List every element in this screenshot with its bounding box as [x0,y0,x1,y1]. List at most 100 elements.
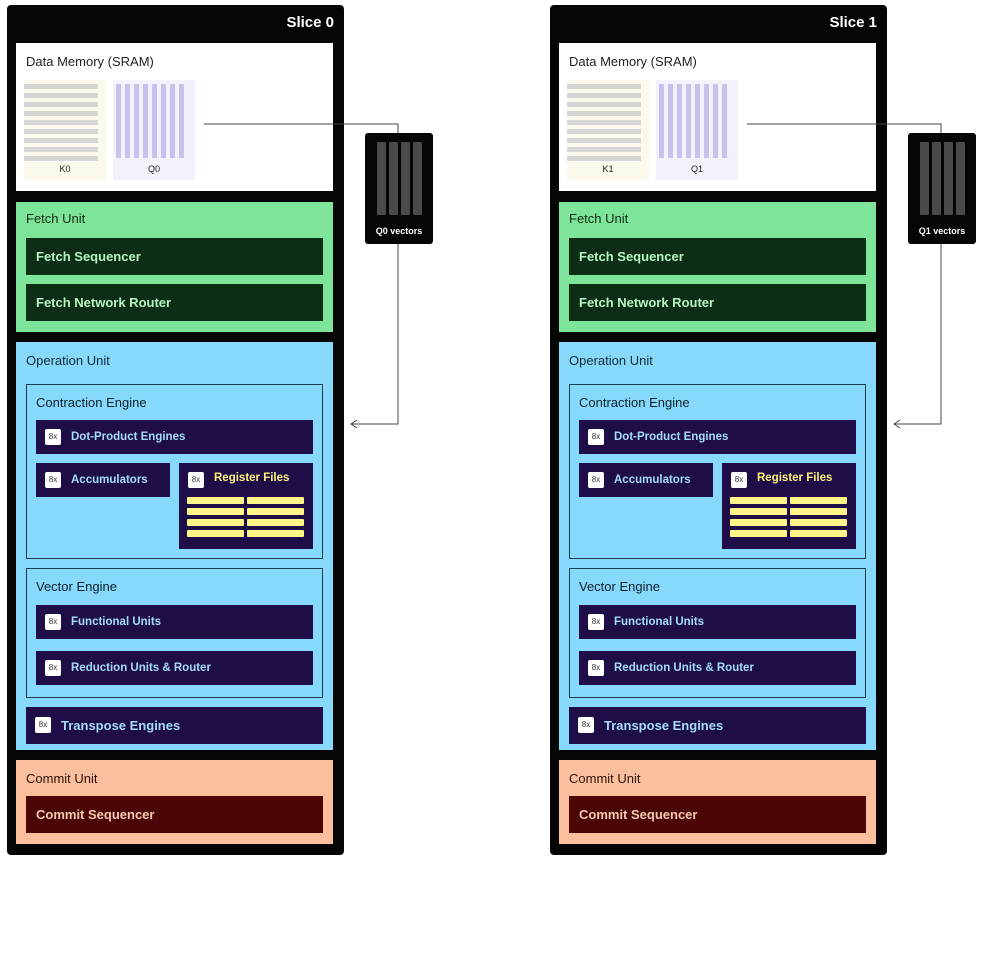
register-cell [247,497,304,504]
k-matrix-label: K0 [59,164,71,174]
vector-engine-label: Vector Engine [36,579,117,594]
vector-engine-label: Vector Engine [579,579,660,594]
register-cell [187,497,244,504]
k-row [567,84,641,89]
vector-bar [401,142,410,215]
q-vectors-label: Q0 vectors [375,226,423,236]
count-badge: 8x [45,614,61,630]
k-matrix: K1 [567,80,649,180]
k-row [567,147,641,152]
commit-sequencer: Commit Sequencer [26,796,323,833]
q-vectors-panel: Q1 vectors [908,133,976,244]
vector-bar [944,142,953,215]
count-badge: 8x [588,614,604,630]
q-vectors-label: Q1 vectors [918,226,966,236]
q-column [161,84,166,158]
register-cell [187,519,244,526]
q-column [668,84,673,158]
register-cell [790,508,847,515]
k-row [24,129,98,134]
commit-unit-label: Commit Unit [26,771,98,786]
fetch-unit-label: Fetch Unit [569,211,629,226]
q-vectors-panel: Q0 vectors [365,133,433,244]
q-column [143,84,148,158]
k-row [24,102,98,107]
register-cell [730,508,787,515]
register-cell [790,519,847,526]
count-badge: 8x [588,472,604,488]
k-row [24,138,98,143]
k-row [24,120,98,125]
wire-to-operation-1 [895,244,942,425]
count-badge: 8x [588,429,604,445]
q-column [125,84,130,158]
register-cell [187,530,244,537]
operation-unit-label: Operation Unit [26,353,110,368]
register-cell [730,497,787,504]
fetch-network-router: Fetch Network Router [569,284,866,321]
transpose-engines-label: Transpose Engines [61,718,181,733]
accumulators-label: Accumulators [614,474,691,486]
q-column [677,84,682,158]
arrowhead-1 [893,419,901,429]
register-cell [790,497,847,504]
count-badge: 8x [35,717,51,733]
reduction-units-router-label: Reduction Units & Router [614,662,754,674]
k-row [24,111,98,116]
register-files-label: Register Files [214,472,290,484]
q-matrix-label: Q0 [147,164,160,174]
q-column [695,84,700,158]
functional-units-label: Functional Units [71,616,162,628]
wire-to-vectors-0 [204,123,399,133]
k-row [567,138,641,143]
vector-bar [413,142,422,215]
q-column [659,84,664,158]
fetch-unit-label: Fetch Unit [26,211,86,226]
register-cell [790,530,847,537]
vector-bar [377,142,386,215]
q-column [704,84,709,158]
accumulators-label: Accumulators [71,474,148,486]
data-memory-label: Data Memory (SRAM) [26,54,154,69]
count-badge: 8x [731,472,747,488]
q-matrix: Q1 [656,80,738,180]
count-badge: 8x [578,717,594,733]
arrowhead-0 [350,419,358,429]
k-row [567,111,641,116]
q-column [722,84,727,158]
dot-product-engines-label: Dot-Product Engines [614,431,729,443]
k-row [24,84,98,89]
transpose-engines: 8x Transpose Engines [569,707,866,744]
k-row [567,93,641,98]
slice-title: Slice 0 [286,14,334,31]
functional-units: 8x Functional Units [36,605,313,639]
operation-unit-label: Operation Unit [569,353,653,368]
k-row [567,156,641,161]
commit-unit-label: Commit Unit [569,771,641,786]
register-cell [247,519,304,526]
dot-product-engines: 8x Dot-Product Engines [579,420,856,454]
vector-bar [389,142,398,215]
register-cell [730,530,787,537]
q-column [170,84,175,158]
transpose-engines-label: Transpose Engines [604,718,724,733]
k-row [24,93,98,98]
k-row [567,120,641,125]
commit-sequencer: Commit Sequencer [569,796,866,833]
k-matrix: K0 [24,80,106,180]
